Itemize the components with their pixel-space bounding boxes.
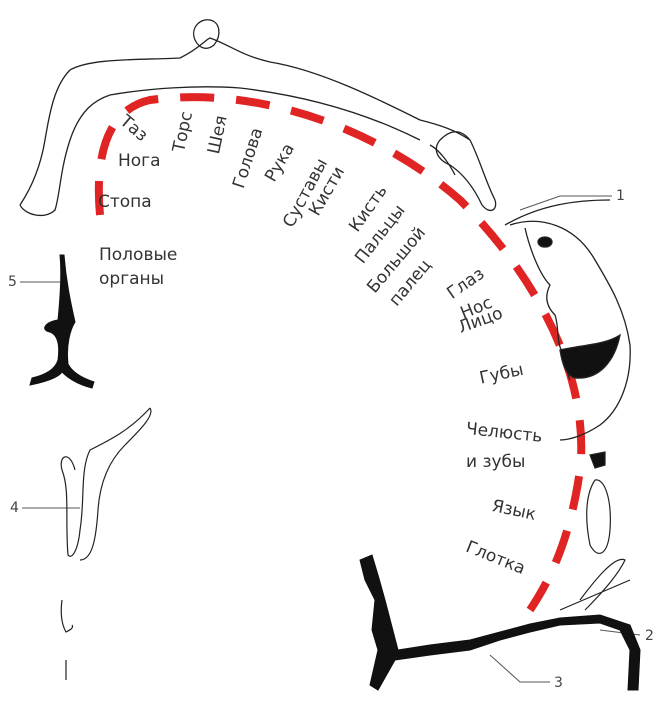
callout-3: 3 bbox=[554, 675, 563, 691]
tongue-throat bbox=[560, 452, 630, 610]
callout-2: 2 bbox=[645, 628, 654, 644]
label-i-zuby: и зубы bbox=[466, 453, 525, 471]
callout-5: 5 bbox=[8, 274, 17, 290]
callout-4: 4 bbox=[10, 500, 19, 516]
label-polovye: Половые bbox=[99, 246, 177, 264]
callout-1: 1 bbox=[616, 188, 625, 204]
figure-4-outline bbox=[61, 408, 151, 680]
label-stopa: Стопа bbox=[98, 193, 152, 211]
homunculus-body bbox=[20, 20, 496, 216]
label-organy: органы bbox=[99, 270, 164, 288]
label-noga: Нога bbox=[118, 152, 161, 170]
face-profile bbox=[505, 200, 630, 440]
